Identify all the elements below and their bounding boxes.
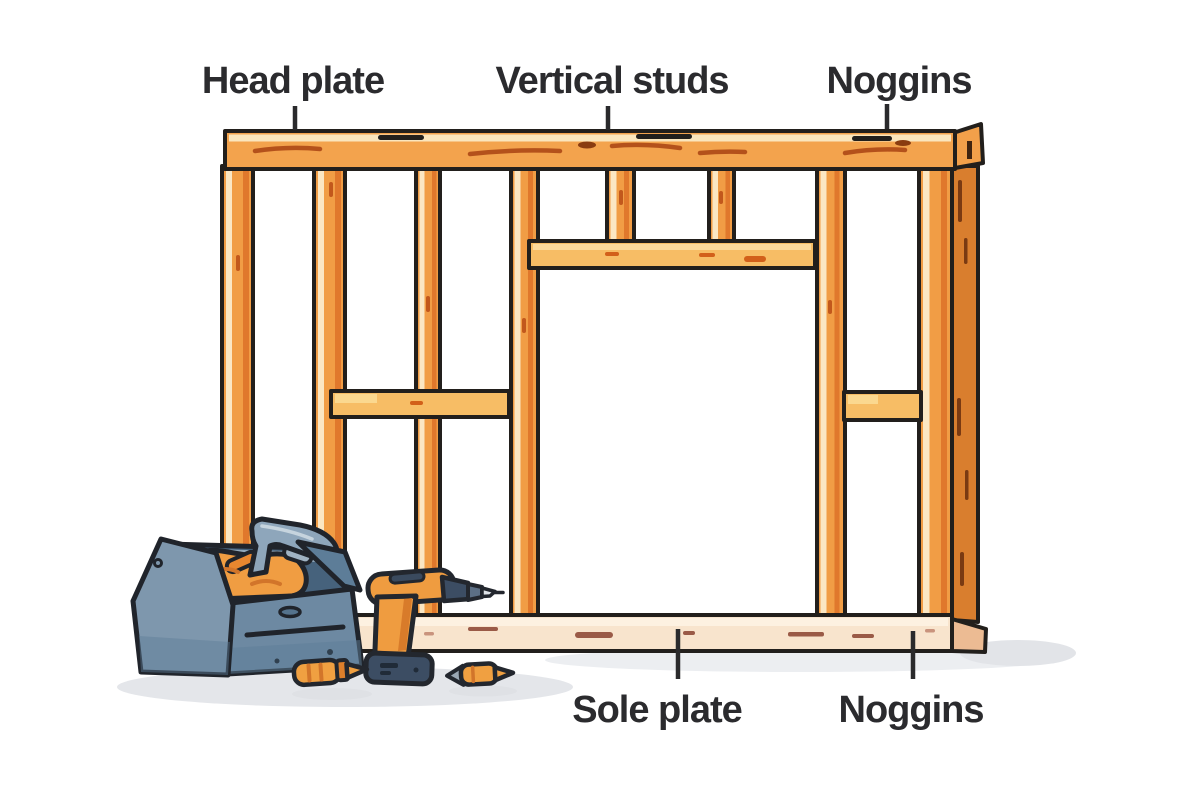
noggin-right: [842, 390, 923, 422]
drill-bit-tip: [480, 586, 497, 599]
screwdriver-bits: [291, 657, 517, 700]
annotations: Head plate Vertical studs Noggins Sole p…: [202, 60, 985, 731]
toolbox: [130, 516, 365, 678]
cripple-stud: [707, 164, 736, 247]
screwdriver-bit-small: [445, 661, 516, 687]
drill-vent: [388, 570, 426, 585]
label-head-plate: Head plate: [202, 60, 384, 102]
sole-plate-shadow: [545, 648, 1055, 672]
toolbox-handle-slot: [278, 605, 302, 619]
toolbox-rivet-hole: [153, 558, 163, 568]
stud-side-face: [950, 164, 980, 624]
vertical-stud-door-right: [815, 164, 847, 620]
vertical-stud-right-outer: [917, 164, 980, 624]
cripple-stud: [605, 164, 636, 247]
vertical-stud-left-outer: [220, 164, 255, 620]
noggin-left: [329, 389, 511, 419]
toolbox-right-panel: [295, 539, 363, 593]
vertical-stud-door-left: [509, 164, 540, 620]
drill-chuck: [466, 582, 484, 602]
label-noggins-bottom: Noggins: [839, 689, 984, 731]
noggins: [329, 239, 923, 422]
leader-lines: [292, 104, 916, 679]
sole-plate-end-shadow: [960, 640, 1076, 666]
toolbox-left-panel-shading: [139, 636, 230, 675]
noggin-header: [527, 239, 817, 270]
screwdriver-bit-large: [291, 657, 370, 688]
label-sole-plate: Sole plate: [572, 689, 742, 731]
head-plate: [223, 122, 985, 171]
drill-battery: [363, 650, 435, 687]
bit-shadow: [449, 685, 517, 697]
cordless-drill: [363, 567, 505, 687]
label-noggins-top: Noggins: [827, 60, 972, 102]
label-vertical-studs: Vertical studs: [495, 60, 728, 102]
toolbox-left-panel: [130, 536, 236, 678]
drill-gearbox: [439, 574, 473, 604]
tools: [130, 516, 517, 700]
sole-plate-end-face: [950, 617, 988, 654]
drill-grip-shading: [398, 598, 412, 651]
bit-shadow: [292, 688, 372, 700]
